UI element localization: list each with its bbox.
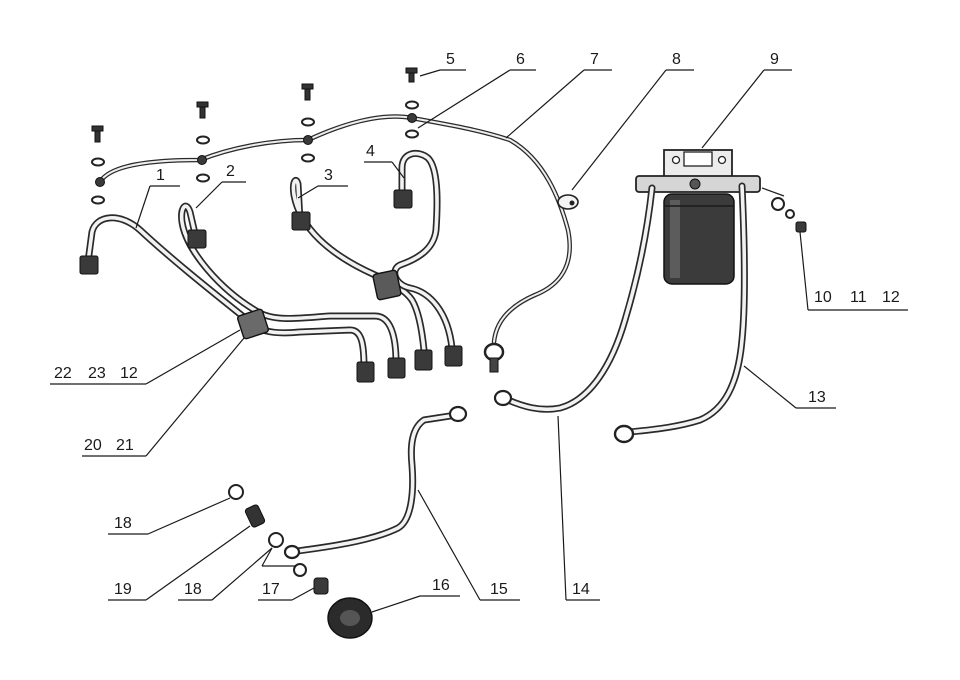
callout-1: 1 xyxy=(156,167,165,184)
callout-21: 21 xyxy=(116,437,134,454)
callout-18-upper: 18 xyxy=(114,515,132,532)
callout-8: 8 xyxy=(672,51,681,68)
callout-12-clamp: 12 xyxy=(120,365,138,382)
small-parts xyxy=(228,484,373,639)
callout-18-lower: 18 xyxy=(184,581,202,598)
callout-7: 7 xyxy=(590,51,599,68)
callout-22: 22 xyxy=(54,365,72,382)
leader-lines xyxy=(50,69,908,613)
callout-14: 14 xyxy=(572,581,590,598)
fuel-pipe-13 xyxy=(613,182,748,444)
fuel-pipe-15 xyxy=(283,405,468,560)
high-pressure-pipes xyxy=(79,149,463,383)
banjo-bolt-set xyxy=(91,67,419,205)
callout-20: 20 xyxy=(84,437,102,454)
callout-3: 3 xyxy=(324,167,333,184)
filter-outlet-fittings xyxy=(761,187,807,233)
callout-10: 10 xyxy=(814,289,832,306)
fuel-filter-assembly xyxy=(635,149,761,285)
callout-16: 16 xyxy=(432,577,450,594)
callout-23: 23 xyxy=(88,365,106,382)
callout-13: 13 xyxy=(808,389,826,406)
callout-15: 15 xyxy=(490,581,508,598)
callout-2: 2 xyxy=(226,163,235,180)
callout-19: 19 xyxy=(114,581,132,598)
pipe-clip xyxy=(557,194,579,210)
callout-5: 5 xyxy=(446,51,455,68)
callout-4: 4 xyxy=(366,143,375,160)
callout-labels: 1 2 3 4 5 6 7 8 9 10 11 12 13 14 15 16 1… xyxy=(54,51,900,598)
callout-6: 6 xyxy=(516,51,525,68)
leak-off-return-line xyxy=(95,113,572,373)
callout-12-filter: 12 xyxy=(882,289,900,306)
fuel-pipe-14 xyxy=(493,184,656,413)
callout-9: 9 xyxy=(770,51,779,68)
callout-17: 17 xyxy=(262,581,280,598)
callout-11: 11 xyxy=(850,289,867,306)
